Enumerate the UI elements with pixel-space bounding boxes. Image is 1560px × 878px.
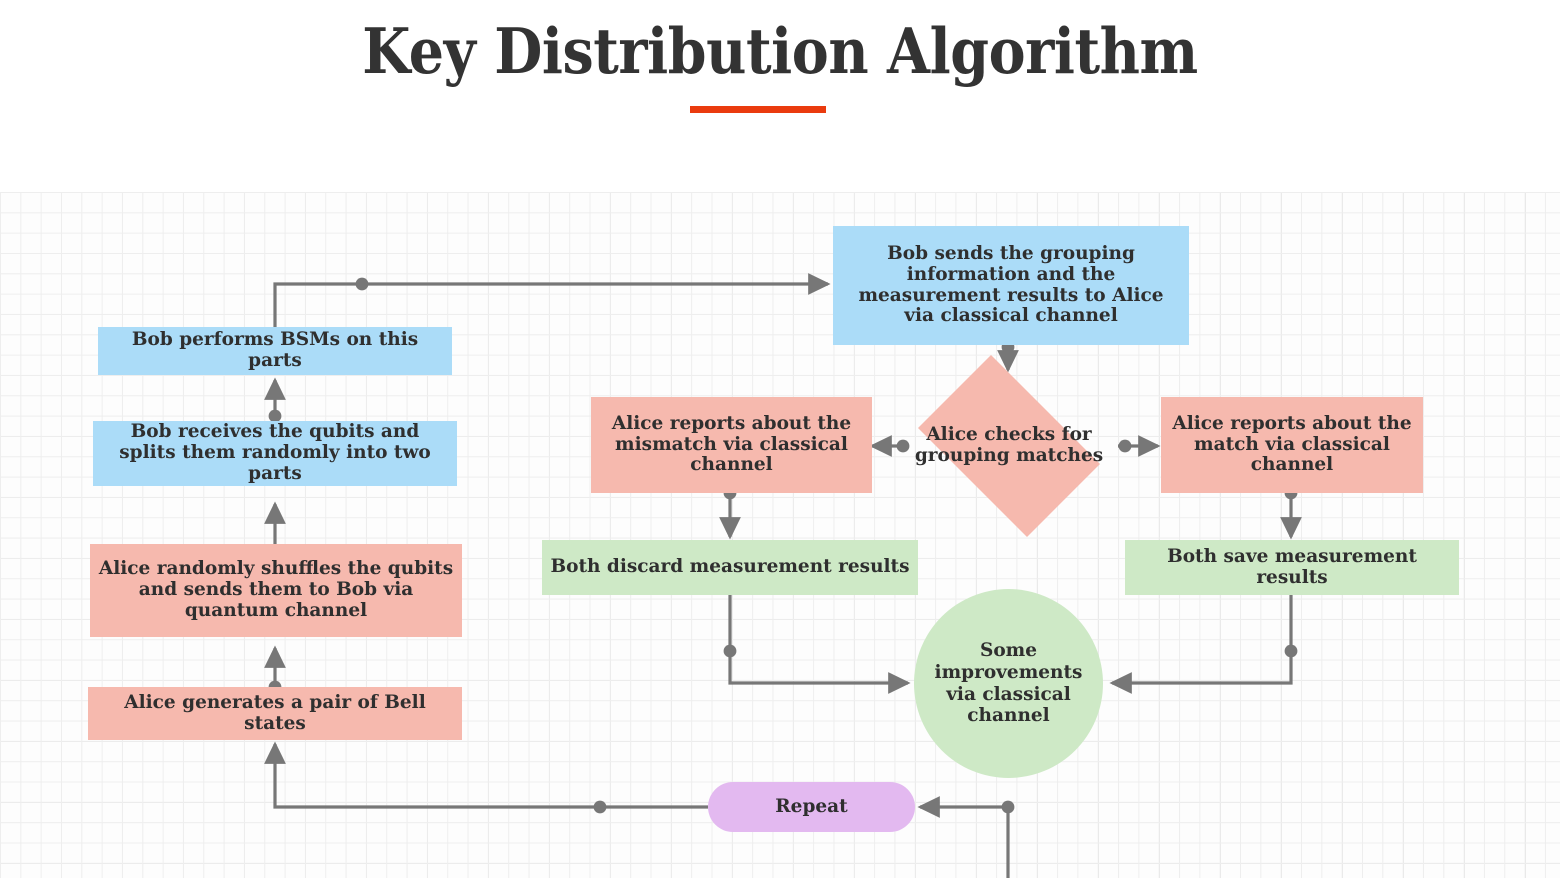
title-underline-rule bbox=[690, 106, 826, 113]
node-label: Bob sends the grouping information and t… bbox=[858, 242, 1164, 327]
node-both-discard-results[interactable]: Both discard measurement results bbox=[542, 540, 918, 595]
node-repeat[interactable]: Repeat bbox=[708, 782, 915, 832]
node-alice-reports-mismatch[interactable]: Alice reports about the mismatch via cla… bbox=[591, 397, 872, 493]
node-alice-generates-bell-states[interactable]: Alice generates a pair of Bell states bbox=[88, 687, 462, 740]
node-label: Both save measurement results bbox=[1167, 545, 1417, 588]
node-label: Alice reports about the match via classi… bbox=[1172, 412, 1412, 476]
node-alice-reports-match[interactable]: Alice reports about the match via classi… bbox=[1161, 397, 1423, 493]
node-label: Alice randomly shuffles the qubits and s… bbox=[98, 558, 454, 621]
node-bob-receives-qubits[interactable]: Bob receives the qubits and splits them … bbox=[93, 421, 457, 486]
page-header: Key Distribution Algorithm bbox=[0, 0, 1560, 190]
node-label: Alice checks for grouping matches bbox=[914, 424, 1104, 466]
node-label: Some improvements via classical channel bbox=[934, 639, 1083, 727]
node-alice-shuffles-qubits[interactable]: Alice randomly shuffles the qubits and s… bbox=[90, 544, 462, 637]
node-alice-checks-grouping-matches[interactable]: Alice checks for grouping matches bbox=[900, 355, 1118, 537]
node-bob-performs-bsms[interactable]: Bob performs BSMs on this parts bbox=[98, 327, 452, 375]
node-label: Both discard measurement results bbox=[550, 556, 910, 578]
node-label: Repeat bbox=[775, 795, 848, 817]
node-bob-sends-grouping-info[interactable]: Bob sends the grouping information and t… bbox=[833, 226, 1189, 345]
flowchart-canvas: Bob performs BSMs on this parts Bob rece… bbox=[0, 192, 1560, 878]
page-title: Key Distribution Algorithm bbox=[362, 14, 1198, 88]
node-label: Alice generates a pair of Bell states bbox=[124, 691, 426, 734]
node-some-improvements[interactable]: Some improvements via classical channel bbox=[914, 589, 1103, 778]
node-label: Alice reports about the mismatch via cla… bbox=[611, 412, 852, 476]
node-both-save-results[interactable]: Both save measurement results bbox=[1125, 540, 1459, 595]
connector-layer bbox=[264, 273, 1302, 878]
node-label: Bob performs BSMs on this parts bbox=[131, 329, 419, 371]
node-label: Bob receives the qubits and splits them … bbox=[119, 421, 431, 484]
